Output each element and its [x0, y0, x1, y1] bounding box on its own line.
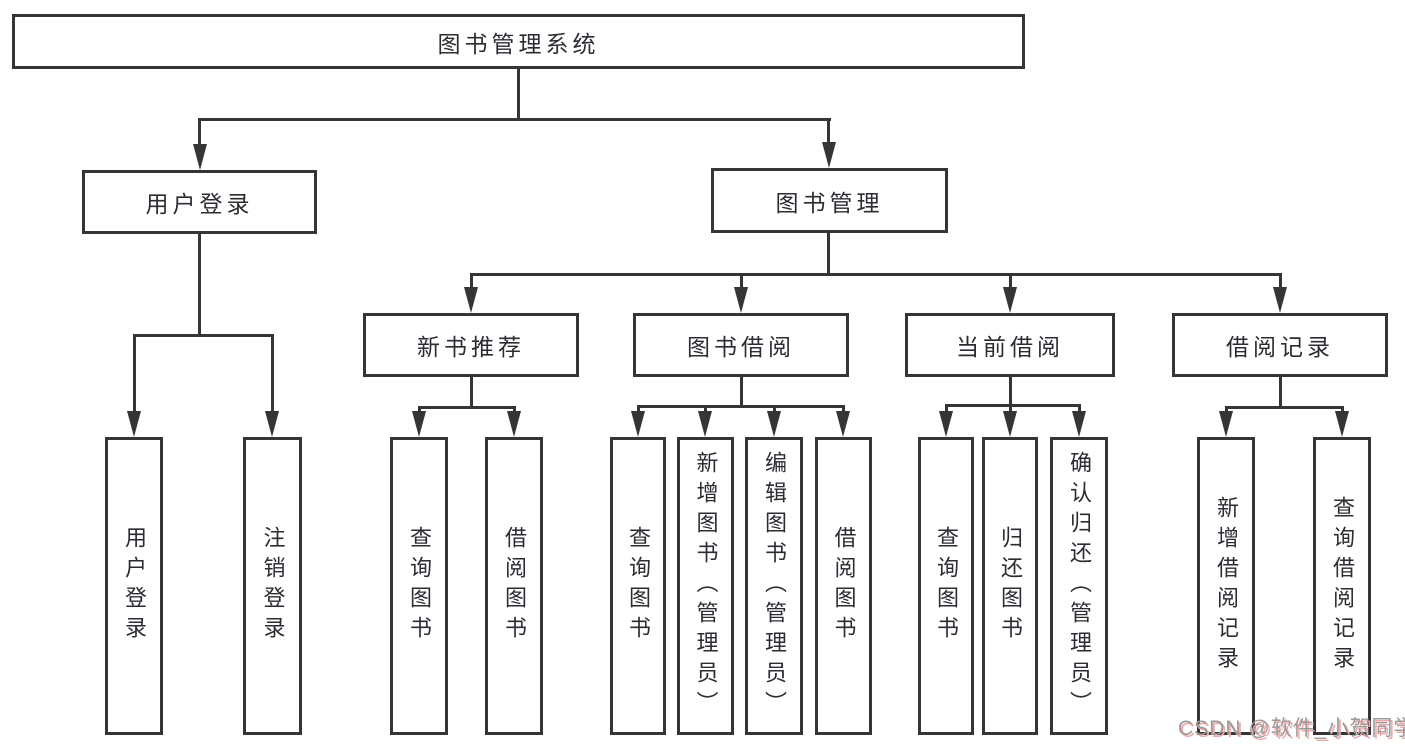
node-current-borrow-label: 当前借阅	[956, 334, 1064, 360]
arrow-down-icon	[1273, 287, 1287, 313]
connector-line	[1009, 273, 1012, 289]
arrow-down-icon	[1003, 411, 1017, 437]
arrow-down-icon	[698, 411, 712, 437]
arrow-down-icon	[1003, 287, 1017, 313]
leaf-add-book-admin: 新增图书（管理员）	[677, 437, 734, 735]
leaf-return-book-label: 归还图书	[998, 526, 1023, 646]
leaf-edit-book-admin-label: 编辑图书（管理员）	[762, 451, 787, 721]
connector-line	[637, 405, 845, 408]
arrow-down-icon	[836, 411, 850, 437]
connector-line	[133, 334, 274, 337]
leaf-return-book: 归还图书	[982, 437, 1038, 735]
arrow-down-icon	[1335, 411, 1349, 437]
leaf-add-borrow-record: 新增借阅记录	[1197, 437, 1255, 735]
connector-line	[418, 406, 421, 415]
connector-line	[513, 406, 516, 415]
connector-line	[517, 69, 520, 118]
arrow-down-icon	[193, 144, 207, 170]
connector-line	[1225, 406, 1344, 409]
connector-line	[945, 404, 1081, 407]
node-system-root-label: 图书管理系统	[437, 30, 600, 57]
leaf-query-books-3-label: 查询图书	[934, 526, 959, 646]
leaf-borrow-books-1-label: 借阅图书	[502, 526, 527, 646]
leaf-user-login-label: 用户登录	[122, 526, 147, 646]
leaf-query-books-1-label: 查询图书	[407, 526, 432, 646]
arrow-down-icon	[631, 411, 645, 437]
node-new-book-recommend-label: 新书推荐	[417, 334, 525, 360]
connector-line	[198, 234, 201, 337]
connector-line	[1009, 377, 1012, 406]
arrow-down-icon	[127, 411, 141, 437]
node-user-login-label: 用户登录	[145, 191, 254, 217]
leaf-confirm-return-admin-label: 确认归还（管理员）	[1067, 451, 1092, 721]
leaf-edit-book-admin: 编辑图书（管理员）	[745, 437, 803, 735]
connector-line	[470, 273, 473, 289]
leaf-borrow-books-2: 借阅图书	[815, 437, 872, 735]
connector-line	[418, 406, 516, 409]
arrow-down-icon	[1072, 411, 1086, 437]
connector-line	[740, 273, 743, 289]
connector-line	[470, 273, 1282, 276]
leaf-query-books-1: 查询图书	[390, 437, 448, 735]
connector-line	[198, 118, 201, 146]
leaf-add-borrow-record-label: 新增借阅记录	[1214, 496, 1239, 676]
connector-line	[1078, 404, 1081, 415]
node-new-book-recommend: 新书推荐	[363, 313, 579, 377]
leaf-borrow-books-1: 借阅图书	[485, 437, 543, 735]
leaf-confirm-return-admin: 确认归还（管理员）	[1050, 437, 1108, 735]
connector-line	[1009, 404, 1012, 415]
connector-line	[773, 405, 776, 415]
connector-line	[133, 334, 136, 413]
leaf-borrow-books-2-label: 借阅图书	[831, 526, 857, 646]
node-book-borrow-label: 图书借阅	[687, 334, 795, 360]
connector-line	[637, 405, 640, 415]
connector-line	[945, 404, 948, 415]
node-book-borrow: 图书借阅	[633, 313, 849, 377]
arrow-down-icon	[265, 411, 279, 437]
arrow-down-icon	[412, 411, 426, 437]
connector-line	[1225, 406, 1228, 415]
node-borrow-records-label: 借阅记录	[1226, 334, 1334, 360]
connector-line	[271, 334, 274, 413]
arrow-down-icon	[939, 411, 953, 437]
leaf-logout-label: 注销登录	[260, 526, 286, 646]
connector-line	[827, 233, 830, 276]
node-current-borrow: 当前借阅	[905, 313, 1115, 377]
connector-line	[1279, 273, 1282, 289]
node-user-login: 用户登录	[82, 170, 317, 234]
arrow-down-icon	[464, 287, 478, 313]
leaf-user-login: 用户登录	[105, 437, 163, 735]
leaf-query-borrow-record-label: 查询借阅记录	[1330, 496, 1355, 676]
connector-line	[470, 377, 473, 408]
connector-line	[740, 377, 743, 407]
arrow-down-icon	[822, 142, 836, 168]
node-book-management: 图书管理	[711, 168, 948, 233]
leaf-query-borrow-record: 查询借阅记录	[1313, 437, 1371, 735]
arrow-down-icon	[1219, 411, 1233, 437]
connector-line	[842, 405, 845, 415]
arrow-down-icon	[767, 411, 781, 437]
leaf-add-book-admin-label: 新增图书（管理员）	[693, 451, 719, 721]
watermark-text: CSDN @软件_小贺同学	[1178, 717, 1405, 740]
connector-line	[704, 405, 707, 415]
leaf-query-books-3: 查询图书	[918, 437, 974, 735]
arrow-down-icon	[507, 411, 521, 437]
leaf-logout: 注销登录	[243, 437, 302, 735]
connector-line	[827, 118, 830, 145]
leaf-query-books-2-label: 查询图书	[626, 526, 651, 646]
leaf-query-books-2: 查询图书	[610, 437, 666, 735]
arrow-down-icon	[734, 287, 748, 313]
connector-line	[198, 118, 831, 121]
node-system-root: 图书管理系统	[12, 14, 1025, 69]
connector-line	[1279, 377, 1282, 408]
node-borrow-records: 借阅记录	[1172, 313, 1388, 377]
connector-line	[1341, 406, 1344, 415]
node-book-management-label: 图书管理	[775, 189, 884, 216]
